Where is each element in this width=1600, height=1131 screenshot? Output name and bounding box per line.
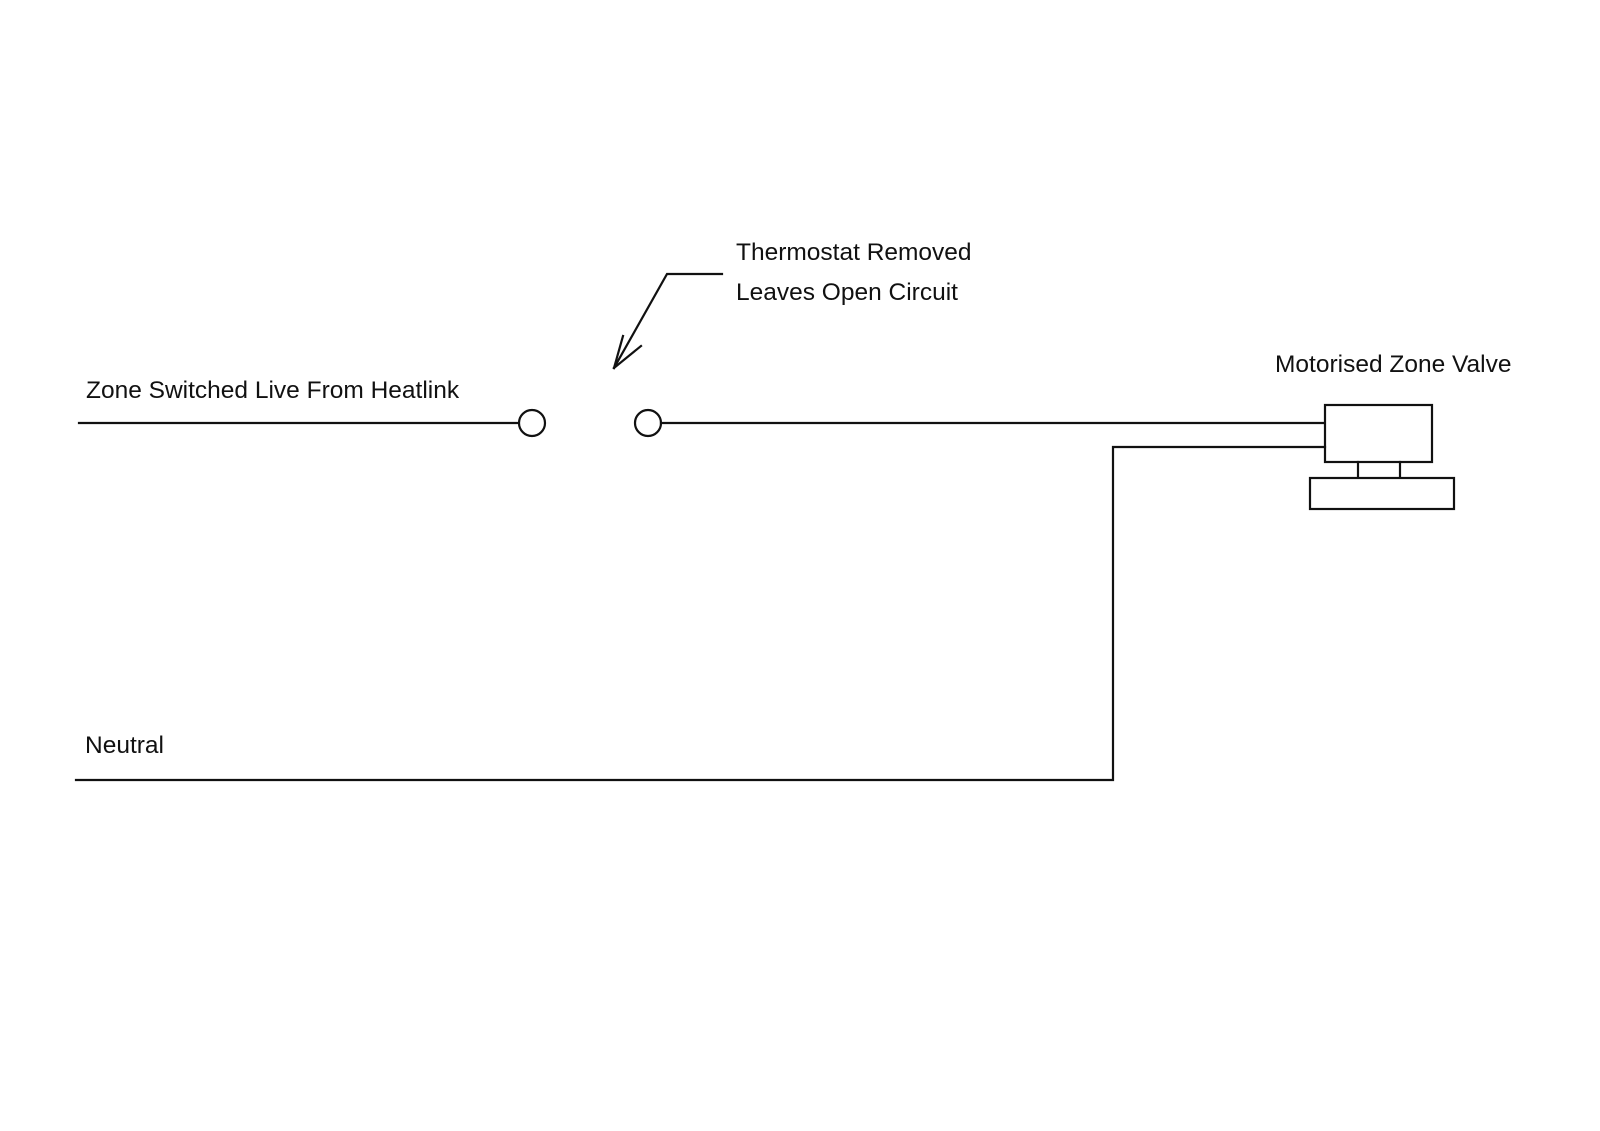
neutral-wire <box>74 445 1327 782</box>
thermostat-terminal-in <box>517 408 547 438</box>
arrowhead-left-barb <box>612 334 625 370</box>
valve-body <box>1308 476 1456 511</box>
annotation-leader-line <box>612 272 724 370</box>
motorised-zone-valve-icon <box>1308 403 1456 511</box>
neutral-label: Neutral <box>85 732 164 759</box>
valve-label: Motorised Zone Valve <box>1275 351 1512 378</box>
valve-actuator-head <box>1323 403 1434 464</box>
arrowhead-right-barb <box>612 344 643 370</box>
thermostat-terminal-out <box>633 408 663 438</box>
live-label: Zone Switched Live From Heatlink <box>86 377 460 404</box>
annotation-arrow-icon <box>612 272 724 370</box>
annotation-line-2: Leaves Open Circuit <box>736 279 958 306</box>
annotation-line-1: Thermostat Removed <box>736 239 972 266</box>
